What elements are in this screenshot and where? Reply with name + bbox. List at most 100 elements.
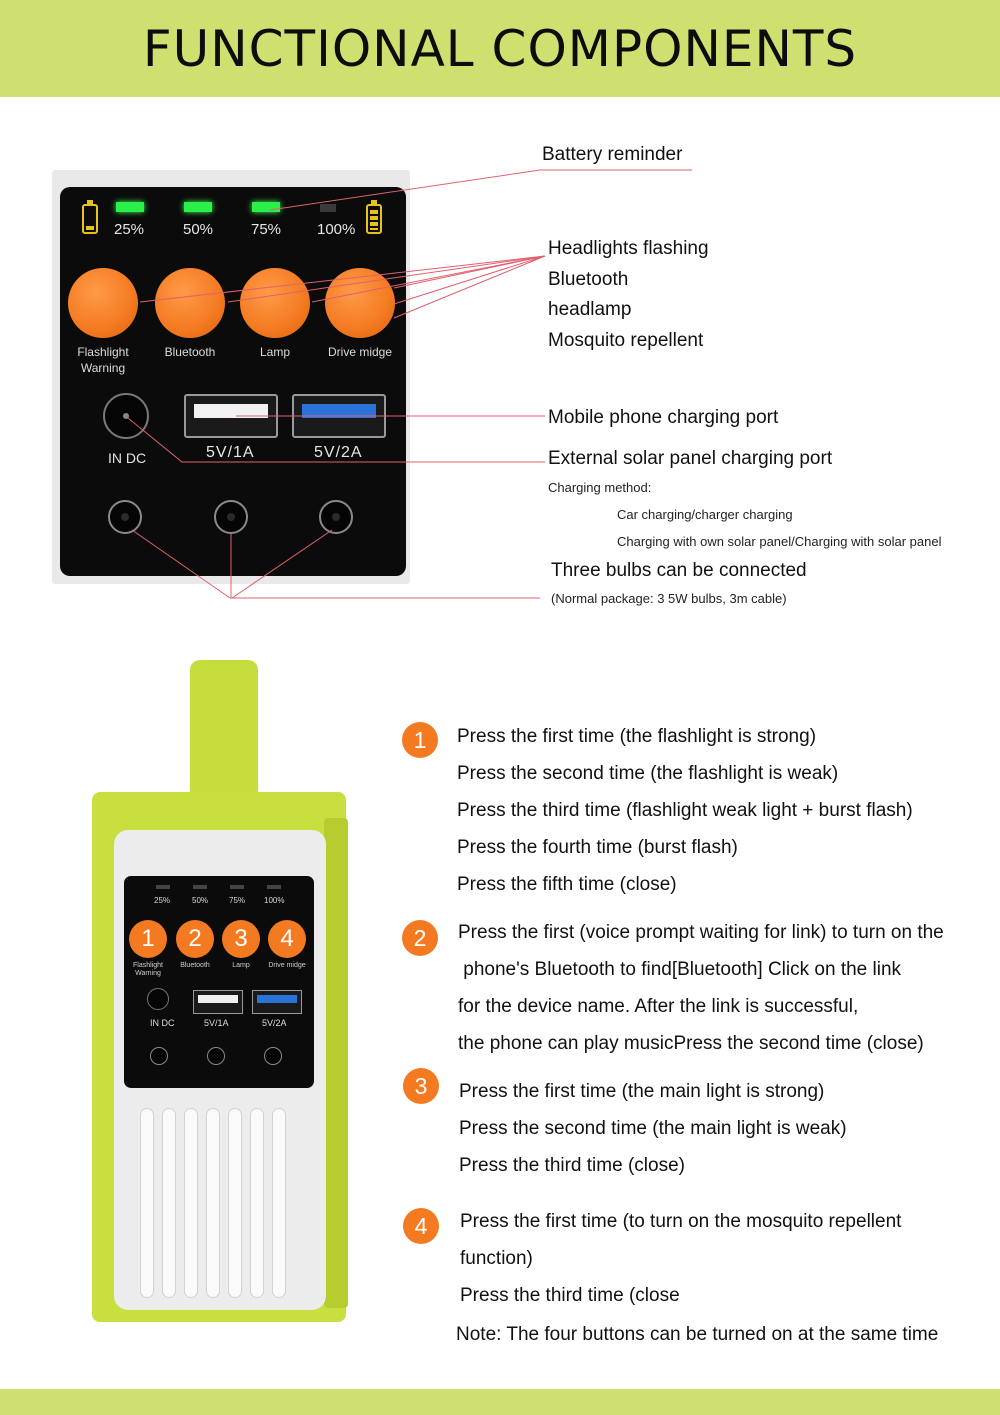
step-4-badge: 4 (403, 1208, 439, 1244)
mini-level-label: 50% (192, 896, 209, 905)
mini-lamp-label: Lamp (232, 962, 250, 969)
callout-button-3: headlamp (548, 299, 632, 320)
device-button-4[interactable]: 4 (268, 920, 306, 958)
footer-bar (0, 1389, 1000, 1415)
dc-label: IN DC (108, 450, 147, 466)
step-1-line: Press the fifth time (close) (457, 874, 677, 895)
dc-input-port (103, 393, 149, 439)
mini-level-label: 25% (154, 896, 171, 905)
callout-button-2: Bluetooth (548, 269, 629, 290)
step-4-line: Press the third time (close (460, 1285, 680, 1306)
mini-level-label: 100% (264, 896, 285, 905)
step-3-line: Press the second time (the main light is… (459, 1118, 847, 1139)
step-3-line: Press the first time (the main light is … (459, 1081, 825, 1102)
mini-flashlight-label: Flashlight Warning (127, 962, 169, 978)
bulb-socket-3 (319, 500, 353, 534)
mini-flashlight-label-line1: Flashlight (133, 962, 163, 969)
callout-bulbs-note: (Normal package: 3 5W bulbs, 3m cable) (551, 591, 787, 606)
mini-level-label: 75% (229, 896, 246, 905)
device-button-3[interactable]: 3 (222, 920, 260, 958)
usb-port-2a (292, 394, 386, 438)
mini-led (193, 885, 207, 889)
device-grill-slot (250, 1108, 264, 1298)
mini-led (267, 885, 281, 889)
lamp-button[interactable] (240, 268, 310, 338)
callout-bulbs: Three bulbs can be connected (551, 560, 807, 581)
mini-bulb-socket (150, 1047, 168, 1065)
mini-dc-port (147, 988, 169, 1010)
callout-solar-port: External solar panel charging port (548, 448, 833, 469)
battery-led-75 (252, 202, 280, 212)
leader-button-4b (393, 255, 546, 305)
callout-charging-option-2: Charging with own solar panel/Charging w… (617, 534, 942, 549)
mini-usb-2a (252, 990, 302, 1014)
device-grill-slot (140, 1108, 154, 1298)
step-1-line: Press the second time (the flashlight is… (457, 763, 839, 784)
leader-button-4 (393, 255, 546, 289)
leader-button-4c (393, 255, 546, 319)
mini-usb1-label: 5V/1A (204, 1018, 229, 1028)
bulb-socket-2 (214, 500, 248, 534)
battery-low-icon (82, 200, 98, 234)
step-1-line: Press the third time (flashlight weak li… (457, 800, 913, 821)
usb2-label: 5V/2A (314, 444, 363, 461)
mini-led (230, 885, 244, 889)
level-label: 25% (114, 221, 145, 238)
step-2-line: for the device name. After the link is s… (458, 996, 859, 1017)
step-3-badge: 3 (403, 1068, 439, 1104)
flashlight-label-line1: Flashlight (77, 345, 129, 359)
bluetooth-label: Bluetooth (164, 345, 216, 359)
device-grill-slot (272, 1108, 286, 1298)
step-1-line: Press the first time (the flashlight is … (457, 726, 817, 747)
lamp-label: Lamp (259, 345, 291, 359)
step-2-badge: 2 (402, 920, 438, 956)
mini-led (156, 885, 170, 889)
mini-bluetooth-label: Bluetooth (180, 962, 210, 969)
battery-led-25 (116, 202, 144, 212)
device-side (324, 818, 348, 1308)
device-grill-slot (162, 1108, 176, 1298)
device-button-2[interactable]: 2 (176, 920, 214, 958)
flashlight-label-line2: Warning (80, 361, 126, 375)
header-bar (0, 0, 1000, 97)
mini-bulb-socket (264, 1047, 282, 1065)
mini-flashlight-label-line2: Warning (135, 970, 161, 977)
step-1-line: Press the fourth time (burst flash) (457, 837, 738, 858)
step-2-line: phone's Bluetooth to find[Bluetooth] Cli… (458, 959, 902, 980)
battery-led-100 (320, 204, 336, 212)
mini-dc-label: IN DC (150, 1018, 175, 1028)
bluetooth-button[interactable] (155, 268, 225, 338)
battery-full-icon (366, 200, 382, 234)
page-title: FUNCTIONAL COMPONENTS (142, 20, 858, 78)
step-4-line: function) (460, 1248, 533, 1269)
flashlight-button[interactable] (68, 268, 138, 338)
callout-mobile-port: Mobile phone charging port (548, 407, 779, 428)
mini-usb2-label: 5V/2A (262, 1018, 287, 1028)
note-text: Note: The four buttons can be turned on … (456, 1324, 939, 1345)
step-2-line: the phone can play musicPress the second… (458, 1033, 924, 1054)
usb-port-1a (184, 394, 278, 438)
level-label: 75% (251, 221, 282, 238)
flashlight-label: Flashlight Warning (63, 344, 143, 376)
callout-charging-method: Charging method: (548, 480, 652, 495)
usb1-label: 5V/1A (206, 444, 255, 461)
device-grill-slot (206, 1108, 220, 1298)
step-1-badge: 1 (402, 722, 438, 758)
mosquito-button[interactable] (325, 268, 395, 338)
bulb-socket-1 (108, 500, 142, 534)
step-4-line: Press the first time (to turn on the mos… (460, 1211, 902, 1232)
level-label: 100% (317, 221, 356, 238)
callout-charging-option-1: Car charging/charger charging (617, 507, 793, 522)
step-2-line: Press the first (voice prompt waiting fo… (458, 922, 944, 943)
device-grill-slot (184, 1108, 198, 1298)
mini-mosquito-label: Drive midge (268, 962, 306, 969)
mosquito-label: Drive midge (327, 345, 393, 359)
callout-battery: Battery reminder (542, 144, 683, 165)
step-3-line: Press the third time (close) (459, 1155, 685, 1176)
battery-led-50 (184, 202, 212, 212)
device-button-1[interactable]: 1 (129, 920, 167, 958)
callout-button-1: Headlights flashing (548, 238, 709, 259)
level-label: 50% (183, 221, 214, 238)
device-grill-slot (228, 1108, 242, 1298)
mini-bulb-socket (207, 1047, 225, 1065)
